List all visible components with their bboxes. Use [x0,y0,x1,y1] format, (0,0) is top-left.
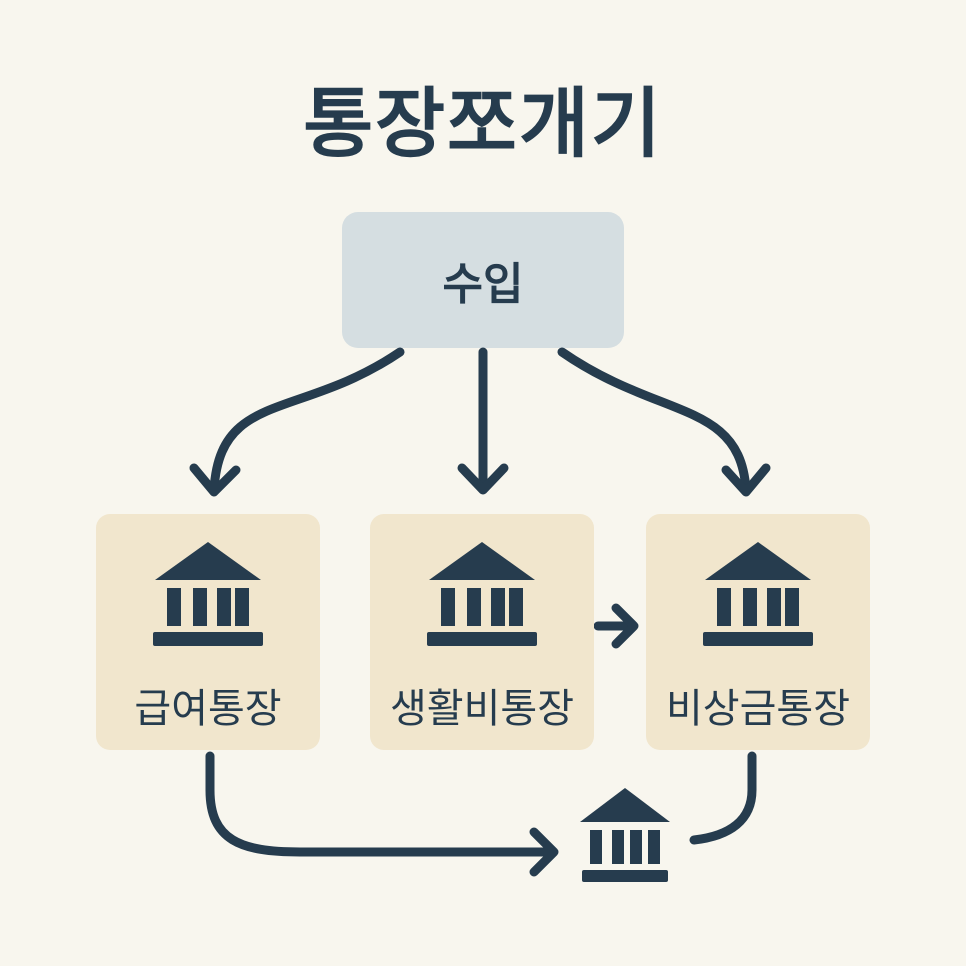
salary-account-box: 급여통장 [96,514,320,750]
arrow-head-savings [529,827,559,877]
arrow-income-to-emergency [557,347,751,495]
arrow-head-salary [189,463,241,497]
destination-bank-icon [580,788,670,882]
diagram-title: 통장쪼개기 [303,79,663,168]
line-emergency-to-savings [689,751,757,845]
bank-icon [703,542,813,646]
living-account-box: 생활비통장 [370,514,594,750]
arrow-income-to-salary [209,347,405,495]
emergency-account-box: 비상금통장 [646,514,870,750]
bank-icon [153,542,263,646]
arrow-head-living-to-emergency [611,603,639,649]
salary-account-label: 급여통장 [134,686,282,732]
arrow-head-living [457,463,509,495]
bank-icon [427,542,537,646]
living-account-label: 생활비통장 [390,686,574,732]
income-label: 수입 [442,259,524,310]
arrow-salary-to-savings [205,751,557,857]
income-box: 수입 [342,212,624,348]
arrow-head-emergency [721,463,771,497]
emergency-account-label: 비상금통장 [666,686,850,732]
